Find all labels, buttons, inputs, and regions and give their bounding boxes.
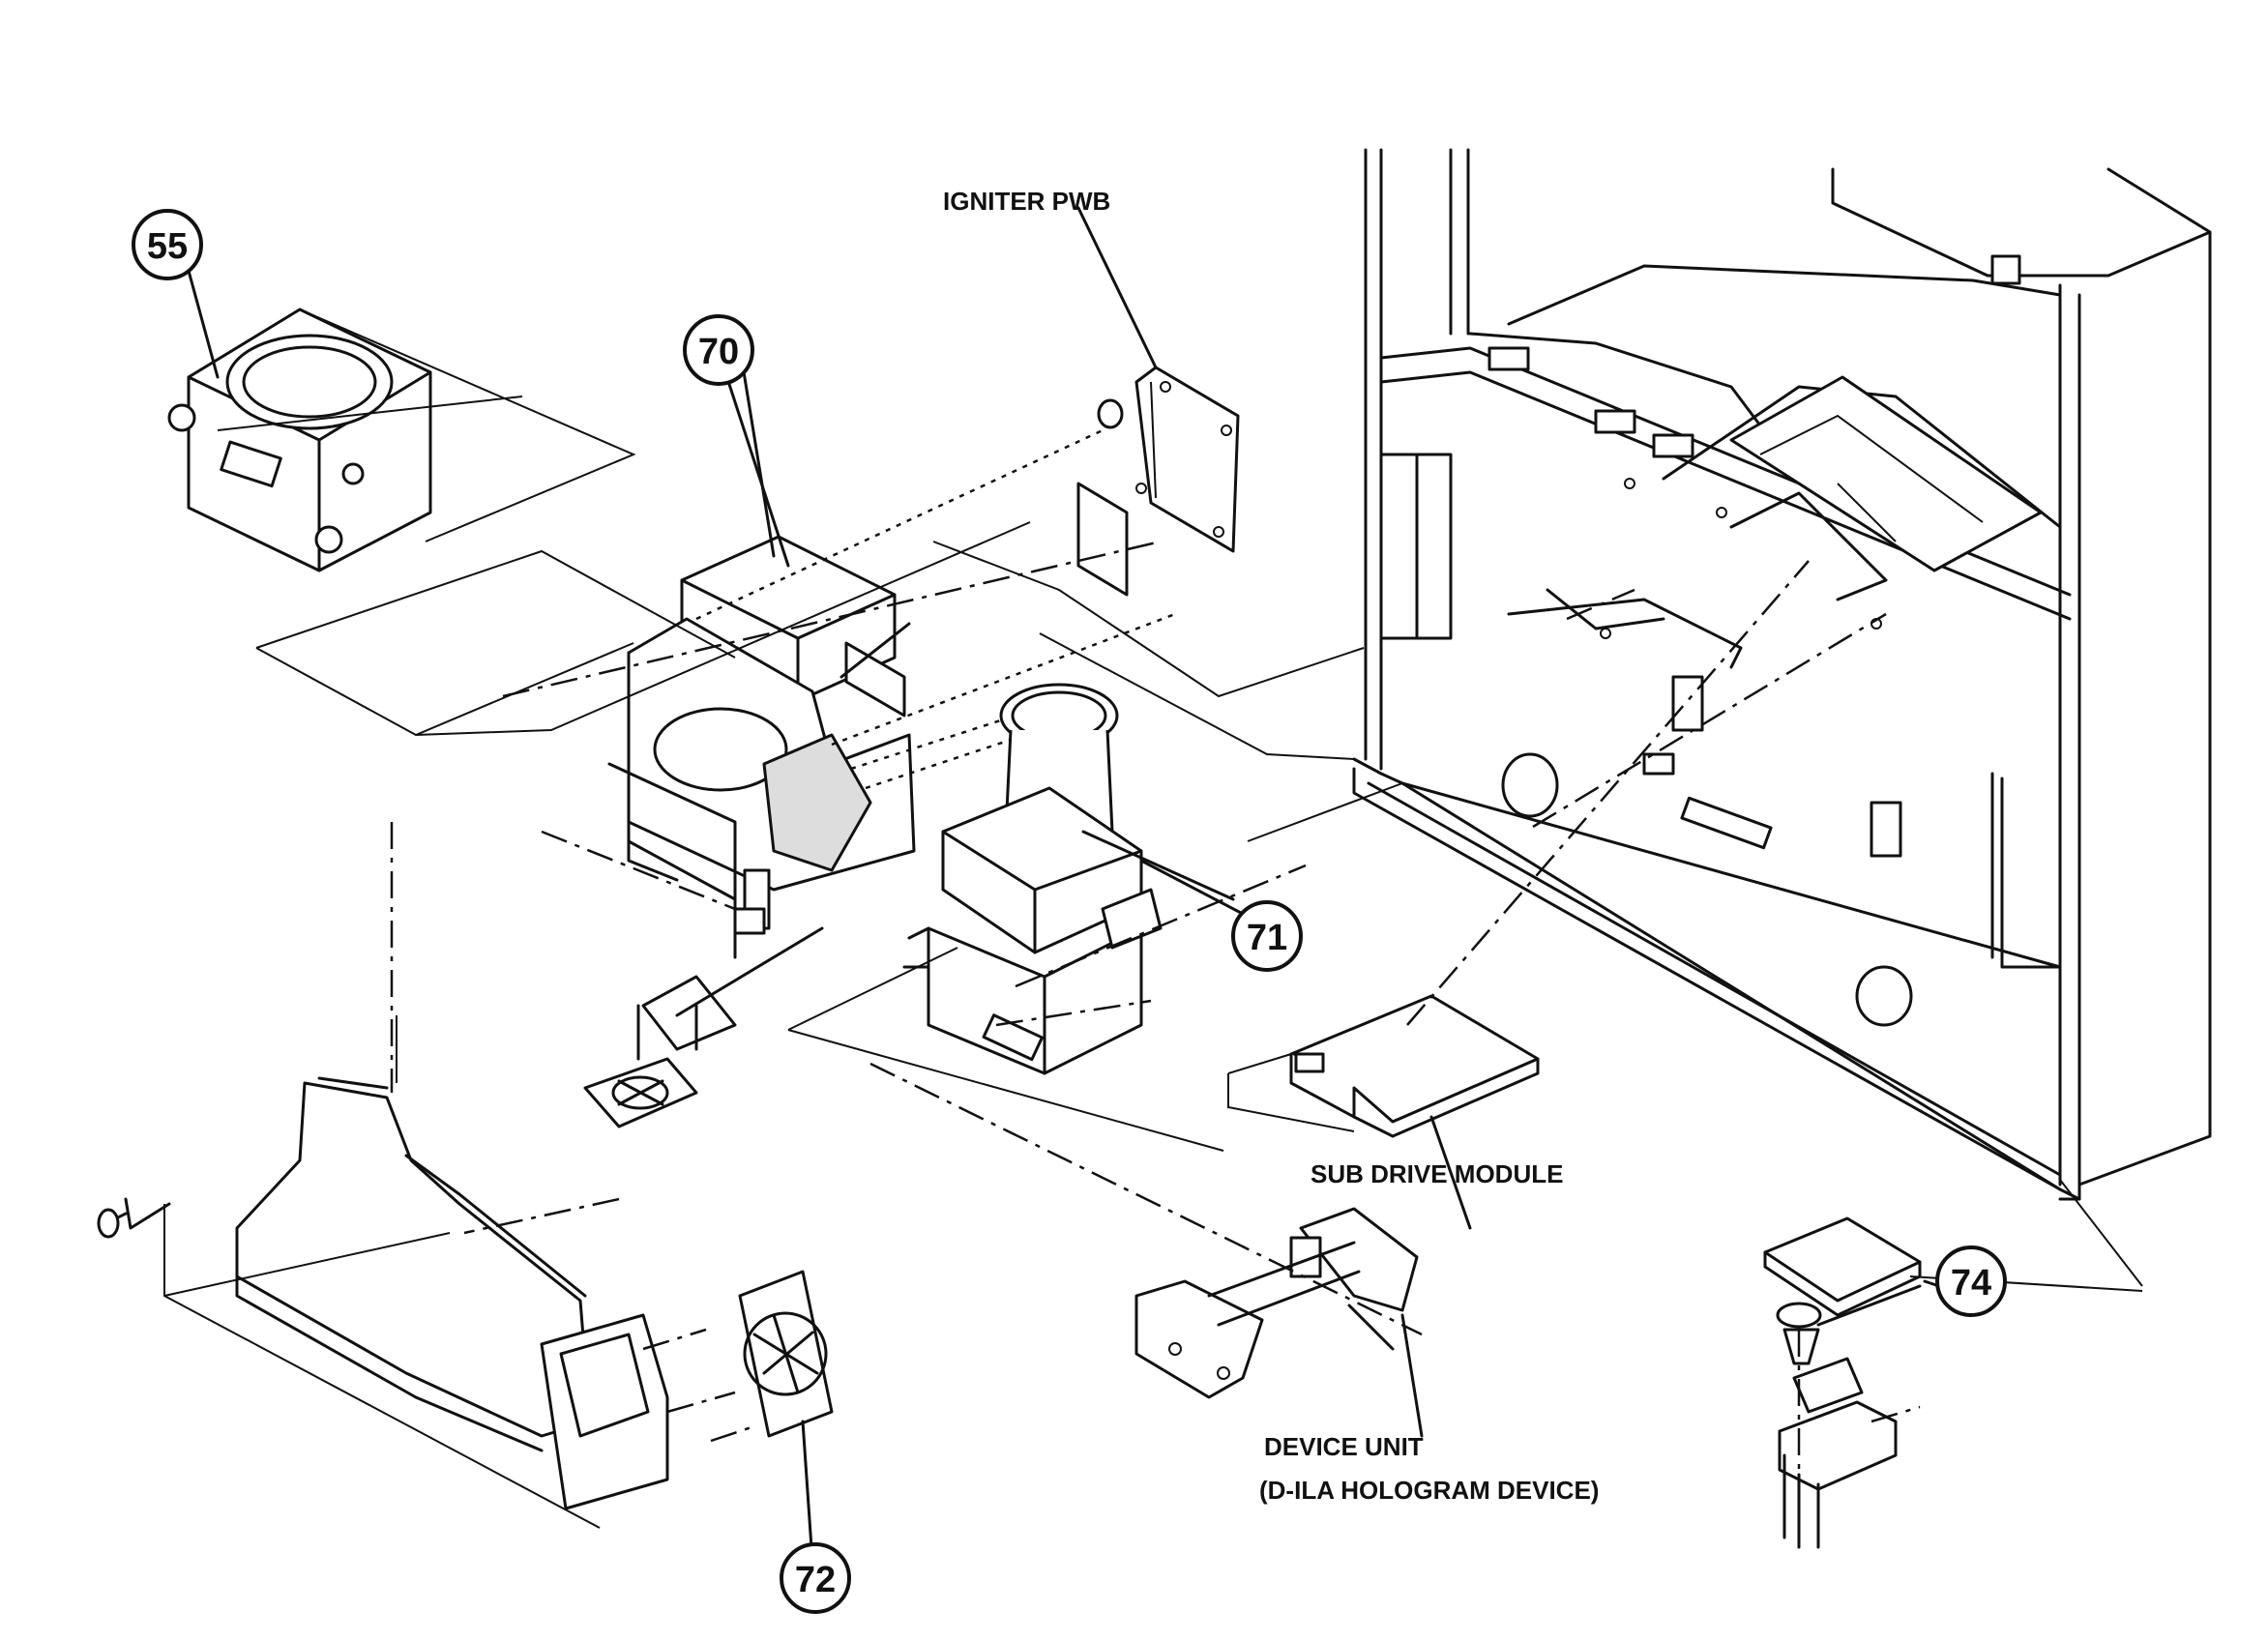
callout-74: 74 <box>1935 1245 2007 1317</box>
callout-72: 72 <box>780 1542 851 1614</box>
callout-55-text: 55 <box>147 226 188 267</box>
part-70-optical-block <box>607 346 1176 959</box>
part-55-lamp-unit <box>167 308 636 572</box>
label-device-unit: DEVICE UNIT <box>1264 1432 1424 1461</box>
label-sub-drive-module: SUB DRIVE MODULE <box>1311 1159 1563 1188</box>
callout-55: 55 <box>132 209 203 280</box>
igniter-pwb <box>1076 206 1240 597</box>
callout-74-text: 74 <box>1951 1263 1991 1304</box>
part-71-lens-assembly <box>902 683 1235 1075</box>
device-unit <box>1134 1207 1424 1438</box>
callout-71: 71 <box>1231 900 1303 972</box>
callout-70: 70 <box>683 314 754 386</box>
callout-72-text: 72 <box>795 1560 836 1600</box>
construction-lines <box>255 521 2143 1443</box>
leader-lines <box>187 269 1941 1564</box>
part-72-duct-fan <box>97 1015 834 1529</box>
label-device-unit-subtitle: (D-ILA HOLOGRAM DEVICE) <box>1259 1476 1599 1505</box>
callout-71-text: 71 <box>1247 918 1287 958</box>
sub-drive-module <box>1227 994 1540 1230</box>
cabinet-frame <box>1352 148 2212 1201</box>
small-fan-bracket <box>583 926 824 1128</box>
callout-70-text: 70 <box>698 332 739 372</box>
label-igniter-pwb: IGNITER PWB <box>943 187 1110 216</box>
